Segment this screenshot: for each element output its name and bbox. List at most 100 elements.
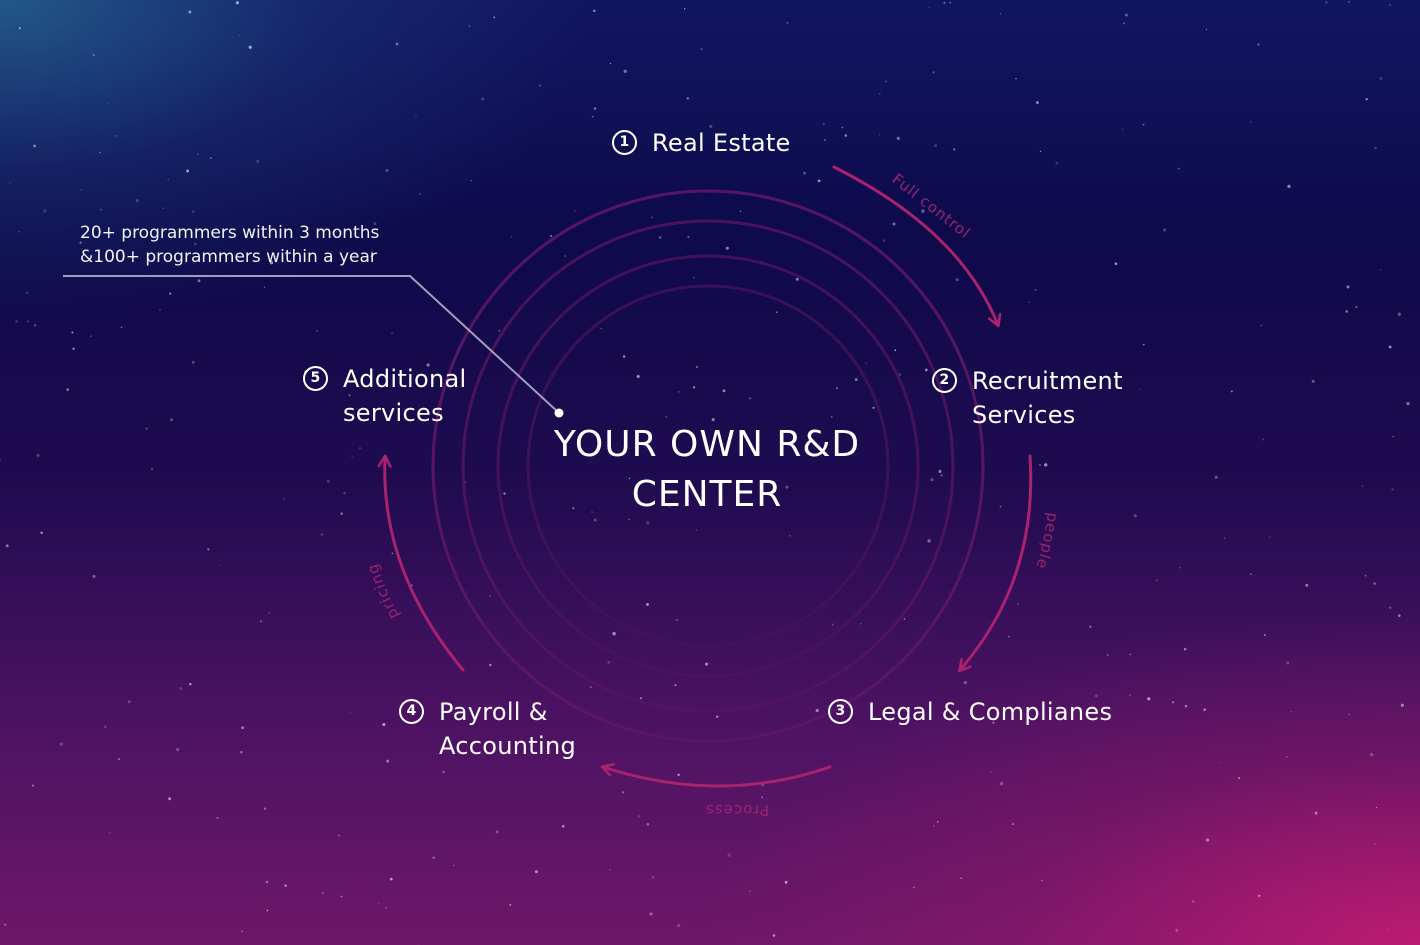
- ring-outer: [431, 189, 985, 743]
- star: [1220, 761, 1222, 763]
- star: [651, 875, 655, 879]
- star: [1397, 312, 1401, 316]
- star: [609, 869, 611, 871]
- star: [1017, 603, 1019, 605]
- ring-3: [496, 254, 920, 678]
- star: [892, 222, 896, 226]
- star: [18, 27, 21, 30]
- star: [999, 781, 1004, 786]
- star: [321, 891, 324, 894]
- star: [343, 491, 346, 495]
- star: [283, 497, 286, 500]
- star: [1305, 583, 1309, 587]
- star: [715, 715, 719, 719]
- star: [1286, 661, 1290, 665]
- step-number-badge: 2: [932, 368, 957, 393]
- star: [1094, 694, 1098, 698]
- star: [1286, 756, 1288, 758]
- star: [92, 574, 96, 578]
- star: [349, 712, 352, 714]
- star: [373, 222, 377, 226]
- star: [36, 453, 40, 457]
- star: [107, 102, 109, 105]
- star: [108, 831, 111, 834]
- star: [628, 518, 630, 520]
- step-real-estate: 1 Real Estate: [612, 126, 791, 160]
- star: [1206, 838, 1210, 842]
- star: [179, 686, 183, 690]
- star: [831, 623, 834, 626]
- star: [59, 742, 63, 746]
- star: [260, 620, 262, 623]
- star: [442, 770, 445, 774]
- star: [1179, 567, 1181, 569]
- star: [854, 378, 858, 382]
- star: [1392, 435, 1394, 438]
- star: [607, 660, 611, 664]
- star: [1122, 22, 1126, 25]
- star: [992, 721, 995, 724]
- star: [90, 335, 92, 337]
- callout-leader-line: [63, 275, 559, 413]
- step-number-badge: 1: [612, 130, 637, 155]
- star: [591, 115, 594, 118]
- star: [913, 886, 915, 889]
- star: [622, 791, 625, 794]
- star: [168, 797, 172, 801]
- star: [593, 107, 597, 110]
- star: [865, 362, 868, 364]
- star: [693, 276, 695, 279]
- star: [692, 386, 696, 389]
- star: [1373, 843, 1376, 846]
- star: [943, 1, 946, 5]
- star: [700, 48, 703, 51]
- star: [348, 394, 351, 397]
- star: [268, 612, 270, 614]
- star: [1250, 573, 1252, 575]
- star: [938, 469, 942, 473]
- star: [636, 375, 640, 378]
- star: [534, 870, 538, 874]
- star: [572, 507, 575, 510]
- star: [538, 84, 541, 87]
- star: [1364, 574, 1367, 577]
- star: [761, 796, 763, 799]
- star: [240, 750, 243, 754]
- star: [1034, 289, 1037, 291]
- star: [676, 923, 681, 928]
- star: [1258, 894, 1261, 897]
- star: [655, 146, 659, 150]
- step-label: Real Estate: [652, 129, 791, 157]
- star: [1260, 324, 1263, 327]
- star: [711, 418, 715, 422]
- star: [1205, 28, 1208, 31]
- star: [382, 722, 386, 727]
- star: [924, 368, 928, 372]
- star: [600, 327, 602, 330]
- star: [1386, 928, 1389, 931]
- star: [822, 122, 825, 125]
- star: [241, 726, 245, 730]
- star: [169, 292, 172, 295]
- star: [677, 773, 680, 777]
- star: [189, 682, 192, 686]
- star: [1133, 514, 1137, 518]
- star: [481, 97, 485, 101]
- star: [722, 389, 726, 393]
- star: [963, 680, 967, 685]
- star: [167, 178, 170, 181]
- star: [650, 216, 653, 219]
- star: [209, 157, 212, 160]
- star: [683, 8, 686, 10]
- star: [1348, 713, 1350, 716]
- star: [637, 815, 640, 818]
- star: [932, 71, 935, 74]
- star: [1192, 900, 1195, 903]
- star: [1028, 301, 1030, 303]
- star: [1383, 167, 1385, 169]
- star: [235, 1, 239, 5]
- star: [351, 455, 353, 458]
- star: [1011, 411, 1014, 414]
